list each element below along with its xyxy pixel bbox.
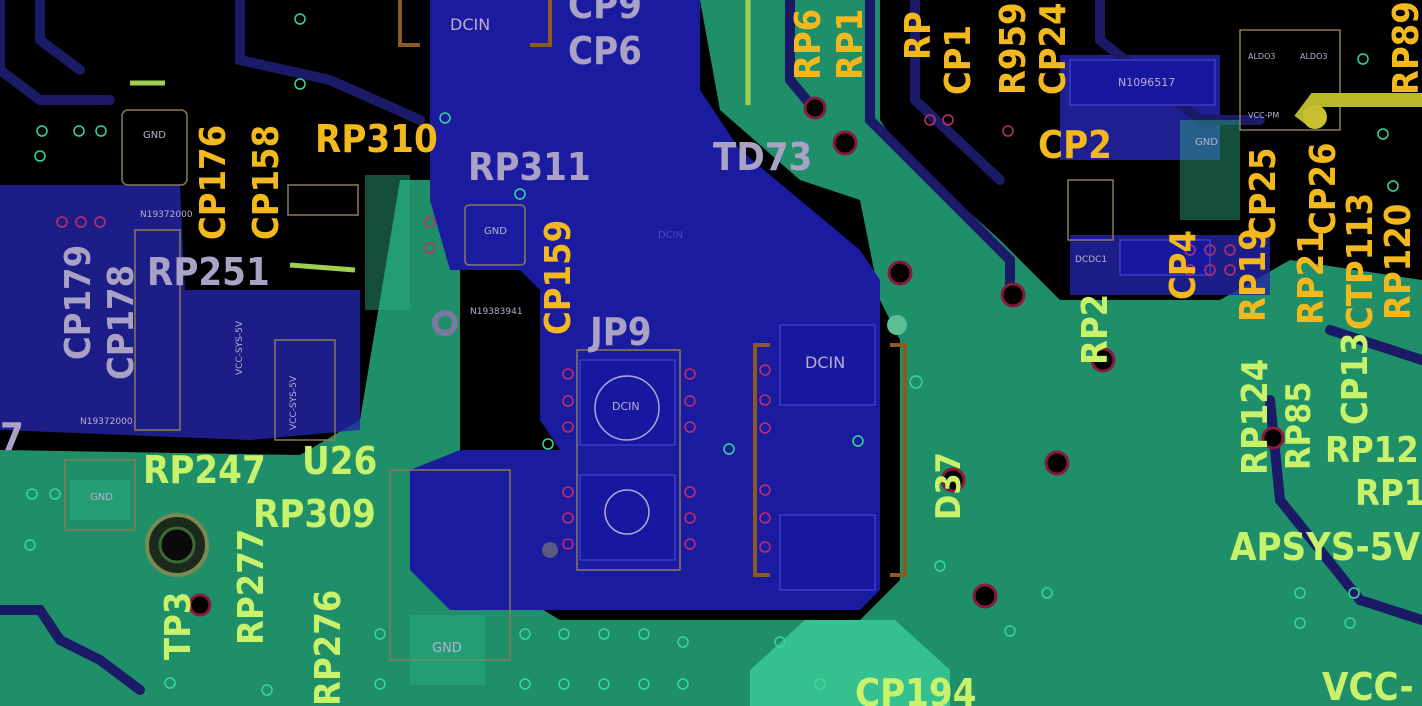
rp85-label: RP85 [1279, 381, 1319, 470]
jp9-pad-top [594, 375, 660, 441]
rp6-label: RP6 [788, 9, 829, 80]
cp26-label: CP26 [1303, 142, 1344, 235]
rp276-label: RP276 [308, 590, 349, 706]
blue-pads [579, 59, 1216, 591]
cp13-label: CP13 [1335, 332, 1376, 425]
cp25-label: CP25 [1243, 147, 1284, 240]
gnd-pad-label-4: GND [432, 641, 462, 656]
d37-label: D37 [929, 452, 969, 520]
ground-pour-right [700, 0, 1422, 706]
cp9-label: CP9 [568, 0, 642, 27]
component-outlines [64, 29, 1341, 661]
net-label-n19383941: N19383941 [470, 307, 523, 317]
net-label-vcc-sys-5v-b: VCC-SYS-5V [289, 375, 299, 430]
cp178-label: CP178 [101, 265, 142, 380]
gnd-pad-label-2: GND [484, 226, 507, 237]
rp12b-label: RP12 [1355, 473, 1422, 514]
cp6-label: CP6 [568, 29, 642, 73]
rp124-label: RP124 [1235, 359, 1276, 475]
tp3-label: TP3 [158, 592, 199, 660]
rp247-label: RP247 [143, 448, 266, 492]
green-test-dot [887, 315, 907, 335]
jp9-label: JP9 [588, 310, 652, 354]
cp1-label: CP1 [938, 25, 979, 95]
net-label-dcdc: DCDC1 [1075, 255, 1107, 265]
ground-pour-left [0, 180, 860, 706]
vcc-label: VCC- [1322, 665, 1414, 706]
vias-dark [188, 96, 1285, 617]
dcin-mid-label: DCIN [658, 230, 683, 241]
r959-label: R959 [993, 2, 1034, 95]
silk-labels-lavender: RP311 TD73 CP6 CP9 JP9 RP251 CP179 CP178… [0, 0, 812, 459]
rp1-label: RP1 [830, 9, 871, 80]
cp194-label: CP194 [855, 671, 977, 706]
seven-label: 7 [0, 415, 24, 459]
rp19-label: RP19 [1233, 228, 1274, 322]
net-label-n1096517: N1096517 [1118, 76, 1175, 89]
translucent-pads [70, 120, 1240, 685]
rp277-label: RP277 [231, 529, 272, 645]
yellow-via [1303, 105, 1327, 129]
cp176-label: CP176 [193, 125, 234, 240]
net-label-n19372000-b: N19372000 [80, 417, 133, 427]
net-label-vcc-pm: VCC-PM [1248, 111, 1279, 120]
gnd-pad-label-3: GND [90, 492, 113, 503]
rp310-label: RP310 [315, 117, 438, 161]
u26-label: U26 [302, 439, 377, 483]
net-label-aldo: ALDO3 [1248, 52, 1275, 61]
silk-labels-yellow: RP310 CP176 CP158 CP159 CP2 R959 CP24 CP… [193, 1, 1422, 335]
cp179-label: CP179 [58, 245, 99, 360]
small-pad-labels: GND GND GND GND GND N19372000 N19372000 … [80, 15, 1327, 656]
vias-green [24, 13, 1399, 696]
cp24-label: CP24 [1033, 2, 1074, 95]
net-label-vcc-sys-5v: VCC-SYS-5V [235, 320, 245, 375]
dcin-right-pad-label: DCIN [805, 353, 845, 372]
rp21-label: RP21 [1291, 231, 1332, 325]
gray-via [432, 310, 458, 336]
tp3-testpoint-hole [158, 526, 196, 564]
rp-top-label: RP [898, 11, 939, 60]
vias-pink [56, 114, 1236, 553]
jp9-pad-bottom [604, 489, 650, 535]
brown-silk-brackets [398, 0, 907, 577]
silk-labels-lime: RP247 U26 RP309 RP277 TP3 RP276 D37 APSY… [143, 294, 1422, 706]
cp2-label: CP2 [1038, 123, 1112, 167]
rp12-label: RP12 [1325, 430, 1419, 471]
td73-label: TD73 [713, 135, 812, 179]
cp158-label: CP158 [246, 125, 287, 240]
net-label-n19372000: N19372000 [140, 210, 193, 220]
rp120-label: RP120 [1378, 204, 1419, 320]
rp251-label: RP251 [147, 250, 270, 294]
gray-dot [542, 542, 558, 558]
rp311-label: RP311 [468, 145, 591, 189]
gnd-pad-label-1: GND [143, 130, 166, 141]
dcin-jp9-pad-label: DCIN [612, 400, 640, 413]
ctp113-label: CTP113 [1340, 193, 1381, 330]
vertical-net-labels: VCC-SYS-5V VCC-SYS-5V [235, 320, 299, 430]
net-label-aldo-2: ALDO3 [1300, 52, 1327, 61]
rp2-label: RP2 [1075, 294, 1116, 365]
rp89-label: RP89 [1386, 1, 1422, 95]
apsys-label: APSYS-5V [1230, 525, 1420, 569]
cp159-label: CP159 [538, 220, 579, 335]
power-plane-dcin [410, 0, 880, 610]
lime-traces [130, 0, 751, 273]
ground-pour-bottom-diamond [750, 620, 950, 706]
cp4-label: CP4 [1163, 230, 1204, 300]
dcin-top-label: DCIN [450, 15, 490, 34]
gnd-pad-label-5: GND [1195, 137, 1218, 148]
rp309-label: RP309 [253, 492, 376, 536]
